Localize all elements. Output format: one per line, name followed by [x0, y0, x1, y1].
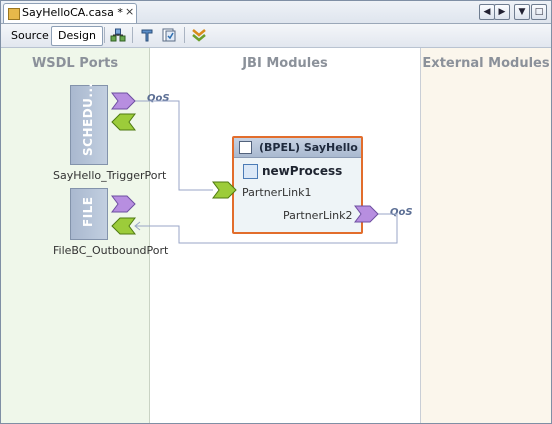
jbi-modules-title: JBI Modules	[242, 56, 328, 71]
process-icon	[243, 164, 258, 179]
casa-file-icon	[8, 8, 20, 20]
external-modules-title: External Modules	[422, 56, 550, 71]
editor-toolbar: Source Design	[1, 24, 551, 48]
outbound-port-name: FileBC_OutboundPort	[53, 244, 169, 257]
collapse-icon[interactable]	[239, 141, 252, 154]
scroll-left-icon[interactable]: ◀	[479, 4, 495, 20]
toolbar-separator	[132, 27, 133, 43]
close-icon[interactable]: ×	[125, 5, 135, 18]
bpel-module-title: (BPEL) SayHello	[259, 141, 358, 154]
partnerlink2-label: PartnerLink2	[283, 209, 353, 222]
scroll-right-icon[interactable]: ▶	[494, 4, 510, 20]
casa-canvas[interactable]: WSDL Ports JBI Modules External Modules …	[1, 48, 551, 423]
process-name: newProcess	[262, 164, 343, 178]
source-view-button[interactable]: Source	[11, 29, 49, 42]
external-modules-region: External Modules	[421, 48, 551, 423]
partnerlink1-label: PartnerLink1	[242, 186, 312, 199]
window-menu-icon[interactable]: ▼	[514, 4, 530, 20]
trigger-port-name: SayHello_TriggerPort	[53, 169, 167, 182]
design-view-button[interactable]: Design	[51, 26, 103, 46]
scheduler-port-type: SCHEDU...	[81, 82, 95, 156]
toolbar-separator	[104, 27, 105, 43]
deploy-icon[interactable]	[191, 27, 207, 43]
tab-sayhelloca[interactable]: SayHelloCA.casa * ×	[3, 3, 137, 23]
bpel-module-header: (BPEL) SayHello	[234, 138, 361, 158]
toolbar-separator	[184, 27, 185, 43]
test-icon[interactable]	[139, 27, 155, 43]
file-port-node[interactable]: FILE	[70, 188, 108, 240]
wsdl-ports-title: WSDL Ports	[31, 56, 119, 71]
jbi-modules-region: JBI Modules	[150, 48, 421, 423]
file-port-type: FILE	[81, 196, 95, 227]
tab-title: SayHelloCA.casa *	[22, 6, 123, 19]
maximize-icon[interactable]: □	[531, 4, 547, 20]
qos-label-partnerlink2[interactable]: QoS	[390, 207, 413, 218]
qos-label-trigger[interactable]: QoS	[147, 93, 170, 104]
validate-icon[interactable]	[161, 27, 177, 43]
scheduler-port-node[interactable]: SCHEDU...	[70, 82, 108, 165]
build-icon[interactable]	[110, 27, 126, 43]
tab-bar: SayHelloCA.casa * × ◀ ▶ ▼ □	[1, 1, 551, 24]
bpel-module-node[interactable]: (BPEL) SayHello newProcess PartnerLink1 …	[232, 136, 363, 234]
